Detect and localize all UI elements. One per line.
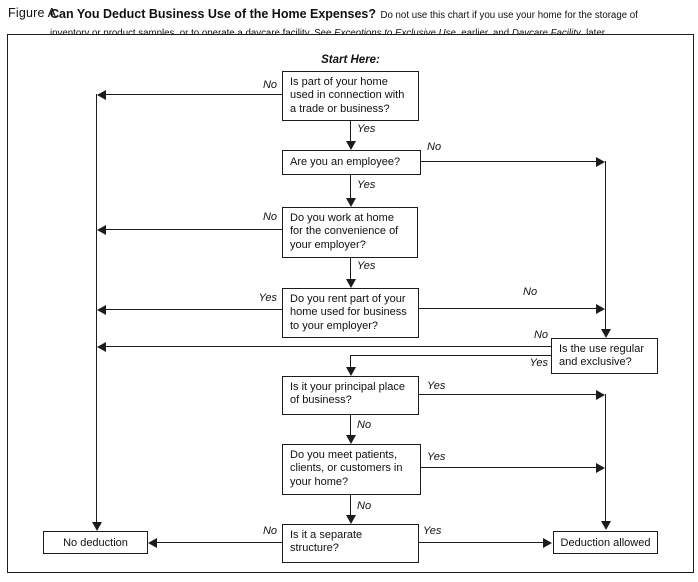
node-q7-meet-patients: Do you meet patients, clients, or custom…: [282, 444, 421, 495]
figure-header: Can You Deduct Business Use of the Home …: [50, 5, 695, 41]
note-italic-daycare: Daycare Facility: [512, 28, 581, 39]
edge-q2-no-line: [420, 161, 597, 163]
edge-q4-yes-line: [102, 309, 283, 311]
right-rail-upper-line: [605, 161, 607, 329]
node-q5-regular-and-exclusive: Is the use regular and exclusive?: [551, 338, 658, 374]
arrowhead-q8-no: [148, 538, 157, 548]
edge-q5-yes-line-h: [350, 355, 551, 357]
node-q6-principal-place: Is it your principal place of business?: [282, 376, 419, 415]
arrowhead-q8-yes: [543, 538, 552, 548]
arrowhead-q2-yes: [346, 198, 356, 207]
edge-label-q1-yes: Yes: [357, 123, 376, 135]
figure-note-line1: Do not use this chart if you use your ho…: [380, 10, 638, 21]
arrowhead-q1-yes: [346, 141, 356, 150]
edge-label-q5-no: No: [533, 329, 548, 341]
arrowhead-into-q5: [601, 329, 611, 338]
edge-label-q5-yes: Yes: [529, 357, 548, 369]
edge-label-q1-no: No: [262, 79, 277, 91]
arrowhead-q5-no: [97, 342, 106, 352]
arrowhead-q6-yes: [596, 390, 605, 400]
node-q4-rent-to-employer: Do you rent part of your home used for b…: [282, 288, 419, 338]
node-q8-separate-structure: Is it a separate structure?: [282, 524, 419, 563]
edge-q7-yes-line: [421, 467, 597, 469]
edge-q8-yes-line: [419, 542, 544, 544]
edge-q6-no-line: [350, 415, 352, 436]
edge-q4-no-line: [419, 308, 597, 310]
edge-label-q8-yes: Yes: [423, 525, 442, 537]
right-rail-lower-line: [605, 394, 607, 522]
node-q3-convenience-of-employer: Do you work at home for the convenience …: [282, 207, 418, 258]
edge-label-q8-no: No: [262, 525, 277, 537]
arrowhead-into-deduction-allowed: [601, 521, 611, 530]
edge-label-q6-yes: Yes: [427, 380, 446, 392]
edge-q3-no-line: [102, 229, 283, 231]
arrowhead-q7-yes: [596, 463, 605, 473]
node-q1-home-used-for-business: Is part of your home used in connection …: [282, 71, 419, 121]
arrowhead-q4-no: [596, 304, 605, 314]
edge-label-q2-yes: Yes: [357, 179, 376, 191]
node-deduction-allowed: Deduction allowed: [553, 531, 658, 554]
edge-q1-no-line: [102, 94, 283, 96]
edge-label-q7-no: No: [357, 500, 372, 512]
edge-label-q2-no: No: [427, 141, 442, 153]
edge-q6-yes-line: [419, 394, 597, 396]
figure-label: Figure A.: [8, 6, 60, 20]
start-here-label: Start Here:: [321, 54, 380, 66]
arrowhead-q5-yes: [346, 367, 356, 376]
arrowhead-q1-no: [97, 90, 106, 100]
figure-title: Can You Deduct Business Use of the Home …: [50, 7, 377, 21]
edge-label-q4-no: No: [523, 286, 538, 298]
left-rail-line: [96, 94, 98, 523]
edge-q7-no-line: [350, 495, 352, 516]
arrowhead-q7-no: [346, 515, 356, 524]
figure-note-line2: inventory or product samples, or to oper…: [50, 28, 607, 39]
arrowhead-q4-yes: [97, 305, 106, 315]
edge-q2-yes-line: [350, 175, 352, 199]
edge-label-q7-yes: Yes: [427, 451, 446, 463]
edge-label-q6-no: No: [357, 419, 372, 431]
edge-q3-yes-line: [350, 258, 352, 280]
edge-q5-no-line: [102, 346, 551, 348]
node-q2-are-you-employee: Are you an employee?: [282, 150, 421, 175]
edge-q1-yes-line: [350, 120, 352, 143]
arrowhead-q2-no: [596, 157, 605, 167]
note-italic-exceptions: Exceptions to Exclusive Use: [334, 28, 456, 39]
arrowhead-into-no-deduction: [92, 522, 102, 531]
edge-label-q4-yes: Yes: [258, 292, 277, 304]
edge-q8-no-line: [156, 542, 282, 544]
arrowhead-q6-no: [346, 435, 356, 444]
arrowhead-q3-no: [97, 225, 106, 235]
node-no-deduction: No deduction: [43, 531, 148, 554]
edge-label-q3-yes: Yes: [357, 260, 376, 272]
arrowhead-q3-yes: [346, 279, 356, 288]
edge-label-q3-no: No: [262, 211, 277, 223]
edge-q5-yes-line-v: [350, 355, 352, 368]
